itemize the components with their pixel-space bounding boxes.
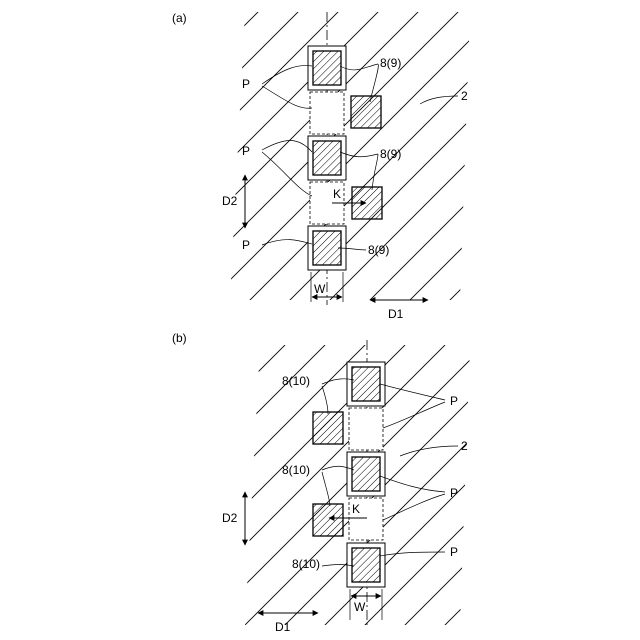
panel-a-p-label-1: P xyxy=(242,77,250,91)
panel-b-tag: (b) xyxy=(172,331,187,345)
element-a2 xyxy=(313,141,341,175)
element-a1 xyxy=(313,51,341,85)
panel-a-element-label-3: 8(9) xyxy=(368,243,389,257)
panel-b-substrate-label: 2 xyxy=(461,439,468,453)
panel-b-element-label-1: 8(10) xyxy=(282,374,310,388)
panel-a-d1-label: D1 xyxy=(388,307,404,321)
panel-a-shift-label: K xyxy=(333,187,341,201)
panel-b: (b) xyxy=(172,320,640,640)
panel-a-tag: (a) xyxy=(172,11,187,25)
element-b3 xyxy=(352,548,380,582)
panel-b-element-label-3: 8(10) xyxy=(292,557,320,571)
panel-a-substrate-label: 2 xyxy=(461,89,468,103)
panel-a: (a) xyxy=(172,0,640,410)
panel-b-shift-label: K xyxy=(352,502,360,516)
panel-a-d2-label: D2 xyxy=(222,194,238,208)
panel-b-element-label-2: 8(10) xyxy=(282,463,310,477)
panel-b-p-label-1: P xyxy=(450,394,458,408)
panel-b-p-label-2: P xyxy=(450,486,458,500)
panel-a-p-label-2: P xyxy=(242,144,250,158)
panel-b-p-label-3: P xyxy=(450,545,458,559)
panel-b-d2-label: D2 xyxy=(222,511,238,525)
element-a4 xyxy=(351,96,381,128)
panel-b-d1-label: D1 xyxy=(275,620,291,634)
element-b4 xyxy=(313,412,343,444)
element-b1 xyxy=(352,367,380,401)
element-a3 xyxy=(313,231,341,265)
element-b5 xyxy=(313,504,343,536)
panel-a-leaders xyxy=(262,64,458,250)
panel-a-substrate-lines xyxy=(200,0,640,410)
panel-a-element-label-2: 8(9) xyxy=(380,147,401,161)
panel-a-element-label-1: 8(9) xyxy=(380,56,401,70)
panel-a-width-label: W xyxy=(314,282,326,296)
element-b2 xyxy=(352,457,380,491)
panel-a-p-label-3: P xyxy=(242,238,250,252)
panel-b-substrate-lines xyxy=(200,320,640,640)
panel-b-width-label: W xyxy=(354,600,366,614)
